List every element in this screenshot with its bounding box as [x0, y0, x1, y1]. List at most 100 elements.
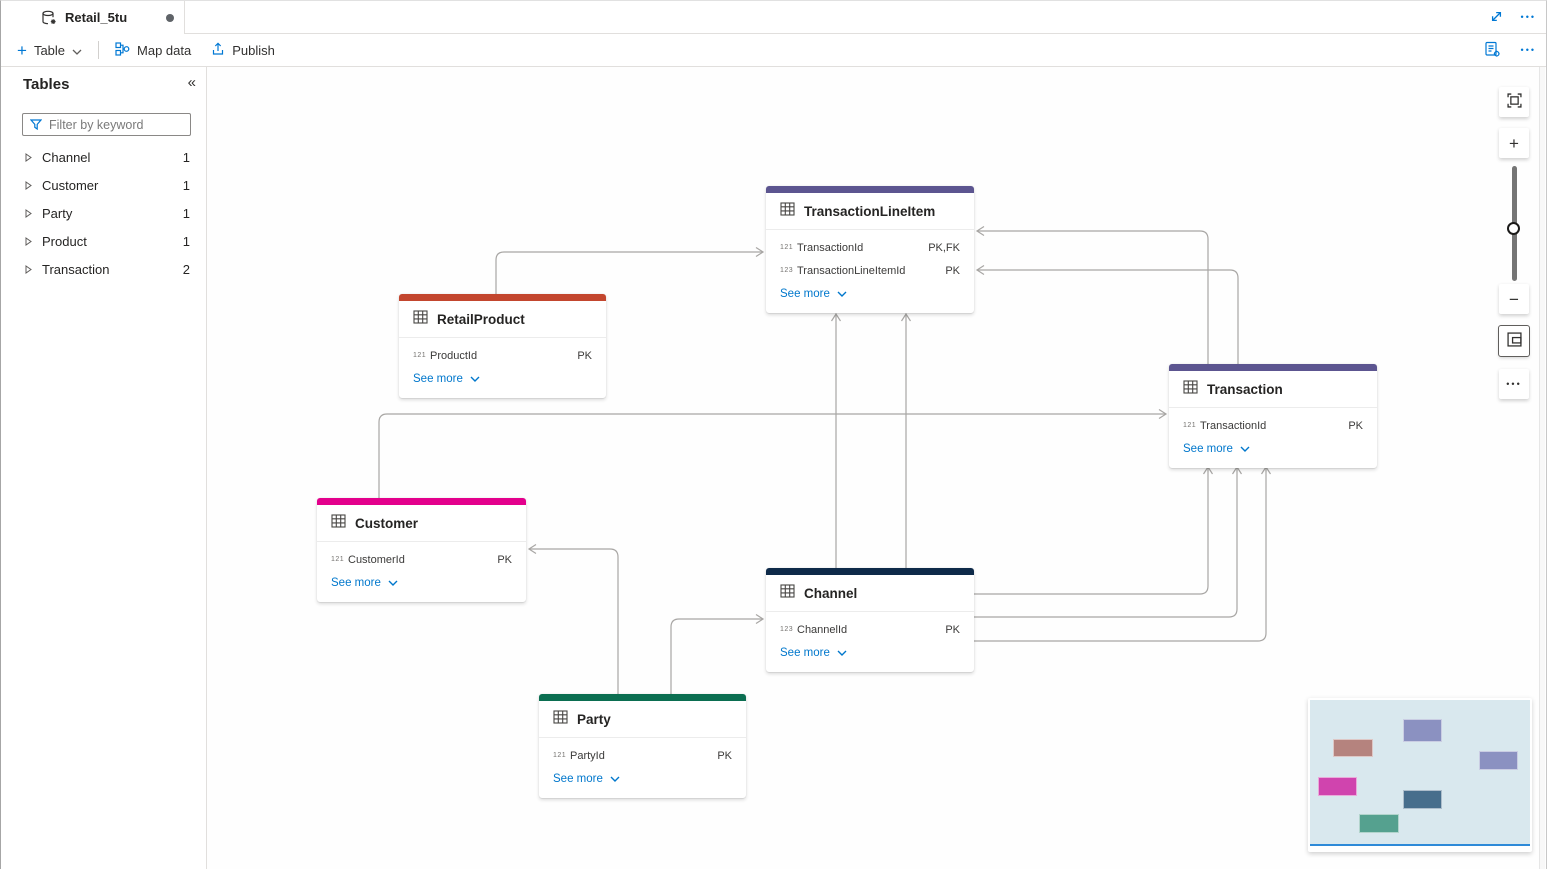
filter-input[interactable] — [49, 117, 174, 132]
see-more-link[interactable]: See more — [539, 767, 746, 791]
see-more-link[interactable]: See more — [317, 571, 526, 595]
entity-color-bar — [399, 294, 606, 301]
field-row[interactable]: 121 CustomerId PK — [331, 553, 512, 566]
add-table-button[interactable]: + Table — [7, 36, 92, 65]
field-row[interactable]: 121 PartyId PK — [553, 749, 732, 762]
minimap-area[interactable] — [1310, 700, 1530, 846]
field-row[interactable]: 123 ChannelId PK — [780, 623, 960, 636]
tab-more-options-button[interactable]: ••• — [1519, 11, 1538, 24]
entity-title: Transaction — [1207, 381, 1283, 397]
entity-color-bar — [1169, 364, 1377, 371]
entity-card-customer[interactable]: Customer 121 CustomerId PK See more — [317, 498, 526, 602]
filter-funnel-icon — [30, 119, 42, 130]
vertical-scrollbar[interactable] — [1539, 67, 1545, 869]
diagram-canvas[interactable]: TransactionLineItem 121 TransactionId PK… — [207, 67, 1546, 869]
see-more-link[interactable]: See more — [1169, 437, 1377, 461]
chevron-right-icon — [25, 180, 32, 190]
entity-title: Channel — [804, 585, 858, 601]
minimap-entity-channel — [1403, 790, 1442, 809]
relationship-line — [974, 465, 1243, 618]
table-icon — [1183, 379, 1198, 399]
diagonal-expand-icon — [1490, 10, 1503, 26]
minimap-entity-transaction — [1479, 751, 1518, 770]
minimap-entity-transactionlineitem — [1403, 719, 1442, 742]
table-icon — [780, 201, 795, 221]
see-more-link[interactable]: See more — [766, 641, 974, 665]
field-row[interactable]: 123 TransactionLineItemId PK — [780, 264, 960, 277]
toolbar-divider — [98, 41, 100, 59]
publish-upload-icon — [211, 41, 225, 59]
key-badge: PK — [717, 749, 732, 762]
field-row[interactable]: 121 ProductId PK — [413, 349, 592, 362]
field-row[interactable]: 121 TransactionId PK,FK — [780, 241, 960, 254]
entity-title: Party — [577, 711, 611, 727]
chevron-right-icon — [25, 152, 32, 162]
relationship-line — [670, 613, 765, 694]
relationship-line — [495, 246, 765, 294]
table-icon — [553, 709, 568, 729]
entity-color-bar — [539, 694, 746, 701]
relationship-line — [975, 225, 1209, 364]
relationship-line — [974, 465, 1272, 642]
collapse-panel-button[interactable]: « — [188, 74, 196, 91]
field-row[interactable]: 121 TransactionId PK — [1183, 419, 1363, 432]
toolbar-more-options-button[interactable]: ••• — [1519, 44, 1538, 57]
table-count: 1 — [182, 149, 190, 165]
zoom-slider[interactable] — [1507, 166, 1520, 281]
sidebar-item-customer[interactable]: Customer 1 — [1, 171, 206, 199]
entity-card-party[interactable]: Party 121 PartyId PK See more — [539, 694, 746, 798]
sidebar-item-transaction[interactable]: Transaction 2 — [1, 255, 206, 283]
chevron-down-icon — [837, 647, 847, 659]
chevron-down-icon — [837, 288, 847, 300]
chevron-down-icon — [388, 577, 398, 589]
zoom-slider-thumb[interactable] — [1507, 222, 1520, 235]
chevron-down-icon — [72, 43, 82, 58]
key-badge: PK — [945, 623, 960, 636]
relationship-line — [378, 408, 1168, 498]
table-count: 1 — [182, 205, 190, 221]
fit-to-screen-button[interactable] — [1499, 87, 1529, 117]
canvas-more-options-button[interactable]: ••• — [1499, 369, 1529, 399]
tables-panel: Tables « Channel 1 Customer 1 Party — [1, 67, 207, 869]
see-more-link[interactable]: See more — [766, 282, 974, 306]
zoom-in-button[interactable]: + — [1499, 128, 1529, 158]
sidebar-item-channel[interactable]: Channel 1 — [1, 143, 206, 171]
map-data-button[interactable]: Map data — [105, 36, 201, 65]
sidebar-item-party[interactable]: Party 1 — [1, 199, 206, 227]
double-chevron-left-icon: « — [187, 74, 196, 91]
zoom-out-button[interactable]: − — [1499, 284, 1529, 314]
relationship-line — [974, 465, 1214, 595]
chevron-down-icon — [470, 373, 480, 385]
expand-editor-button[interactable] — [1488, 8, 1505, 28]
number-type-icon: 123 — [780, 626, 794, 633]
entity-color-bar — [766, 186, 974, 193]
minimap-panel[interactable] — [1308, 698, 1532, 852]
sidebar-item-product[interactable]: Product 1 — [1, 227, 206, 255]
publish-button[interactable]: Publish — [201, 36, 285, 65]
minus-icon: − — [1509, 289, 1519, 309]
minimap-entity-retailproduct — [1333, 739, 1373, 757]
plus-icon: + — [17, 40, 27, 60]
chevron-down-icon — [1240, 443, 1250, 455]
entity-card-channel[interactable]: Channel 123 ChannelId PK See more — [766, 568, 974, 672]
number-type-icon: 121 — [780, 244, 794, 251]
entity-card-retailproduct[interactable]: RetailProduct 121 ProductId PK See more — [399, 294, 606, 398]
map-data-icon — [115, 41, 130, 59]
entity-card-transactionlineitem[interactable]: TransactionLineItem 121 TransactionId PK… — [766, 186, 974, 313]
plus-icon: + — [1509, 133, 1519, 153]
number-type-icon: 121 — [1183, 422, 1197, 429]
number-type-icon: 121 — [413, 352, 427, 359]
ellipsis-icon: ••• — [1506, 378, 1522, 389]
entity-title: Customer — [355, 515, 419, 531]
minimap-toggle-button[interactable] — [1498, 325, 1530, 357]
table-properties-button[interactable] — [1482, 39, 1503, 63]
relationship-line — [975, 264, 1239, 364]
tab-bar-border — [185, 33, 1546, 34]
see-more-link[interactable]: See more — [399, 367, 606, 391]
key-badge: PK — [577, 349, 592, 362]
chevron-right-icon — [25, 264, 32, 274]
entity-card-transaction[interactable]: Transaction 121 TransactionId PK See mor… — [1169, 364, 1377, 468]
tab-retail-5tu[interactable]: Retail_5tu — [1, 1, 185, 34]
unsaved-changes-indicator — [166, 14, 174, 22]
